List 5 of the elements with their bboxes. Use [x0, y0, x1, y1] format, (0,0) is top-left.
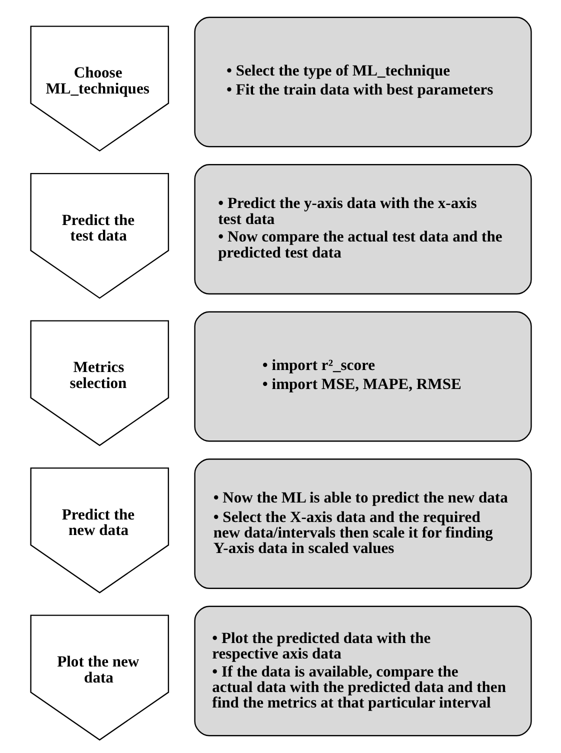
node-box: • Now the ML is able to predict the new data • Select the X-axis data and the required new data/intervals then scale it for finding Y-axis data in scaled values — [194, 458, 532, 589]
node-box: • Predict the y-axis data with the x-axis test data • Now compare the actual test data and the predicted test data — [194, 164, 532, 294]
node-box: • import r²_score • import MSE, MAPE, RMSE — [194, 311, 532, 442]
node-box: • Select the type of ML_technique • Fit the train data with best parameters — [194, 16, 532, 148]
node-box: • Plot the predicted data with the respective axis data • If the data is available, compare the actual data with the predicted data and then find the metrics at that particular interval — [194, 606, 532, 736]
